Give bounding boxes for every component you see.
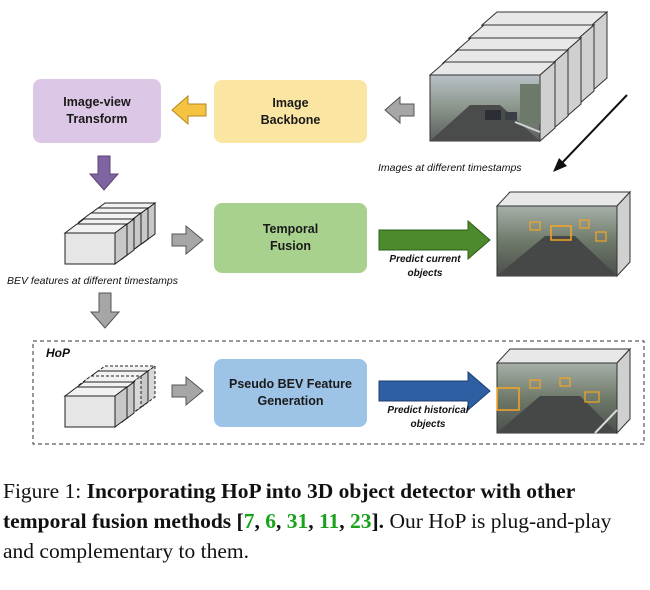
image-backbone-box: Image Backbone [214,80,367,143]
arrow-fusion-to-current [378,219,491,261]
arrow-bev-to-hop [89,292,121,329]
caption-bold-text: Incorporating HoP into 3D object detecto… [3,479,575,533]
caption-ref[interactable]: 7 [243,509,255,533]
image-view-transform-box: Image-view Transform [33,79,161,143]
timestamp-arrow [553,94,628,172]
arrow-backbone-to-transform [171,94,207,126]
arrow-transform-to-bev [88,155,120,191]
arrow-stack-to-pseudo [171,375,204,407]
caption-ref[interactable]: 11 [318,509,340,533]
bev-timestamps-label: BEV features at different timestamps [7,275,178,287]
diagram-canvas [32,10,645,445]
arrow-bev-to-fusion [171,224,204,256]
caption-ref[interactable]: 31 [286,509,309,533]
diagram-figure: Image-view Transform Image Backbone Temp… [7,10,645,445]
figure-caption: Figure 1: Incorporating HoP into 3D obje… [3,479,612,563]
historical-prediction-image [495,347,632,435]
predict-current-label: Predict current objects [389,254,461,279]
pseudo-bev-generation-box: Pseudo BEV Feature Generation [214,359,367,427]
images-timestamps-label: Images at different timestamps [378,162,522,174]
caption-rest: Our HoP is plug-and-play and complementa… [3,509,612,563]
predict-historical-label: Predict historical objects [387,405,469,430]
caption-bold-end: ]. [371,509,385,533]
temporal-fusion-box: Temporal Fusion [214,203,367,273]
current-prediction-image [495,190,632,278]
bev-feature-stack [63,202,157,265]
caption-ref[interactable]: 23 [350,509,372,533]
caption-prefix: Figure 1: [3,479,82,503]
pseudo-bev-stack [63,365,157,428]
arrow-images-to-backbone [384,95,415,125]
arrow-pseudo-to-historical [378,370,491,412]
caption-ref[interactable]: 6 [265,509,276,533]
camera-image-stack [428,10,609,143]
hop-tag: HoP [46,346,70,360]
